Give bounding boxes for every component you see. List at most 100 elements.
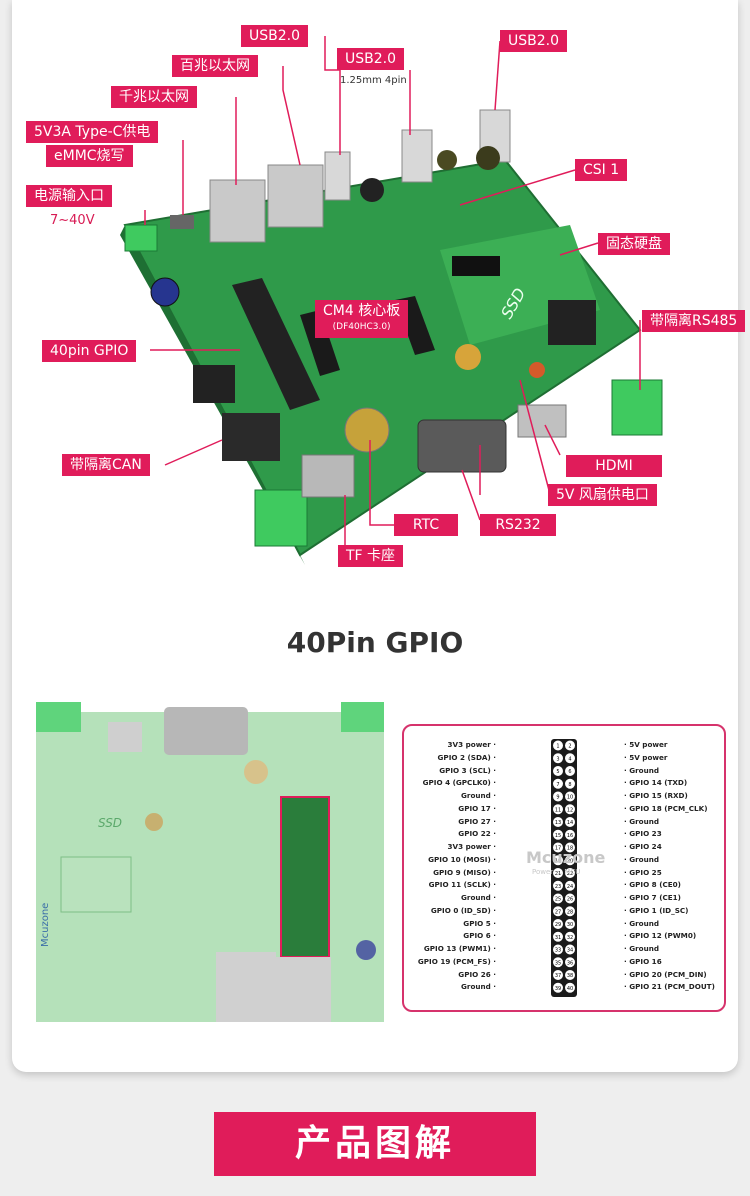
pin-25: [553, 893, 563, 904]
pin-16: [565, 829, 575, 840]
pin-number-38: 38: [567, 973, 573, 979]
pin-number-6: 6: [568, 769, 571, 775]
pin-label-right: · GPIO 15 (RXD): [624, 791, 688, 800]
pin-row: GPIO 13 (PWM1) ·· Ground: [404, 944, 724, 957]
pin-number-40: 40: [567, 986, 573, 992]
pin-label-left: GPIO 22 ·: [458, 829, 496, 839]
pin-number-10: 10: [567, 795, 573, 801]
pin-label-right: · GPIO 24: [624, 842, 662, 851]
pin-label-right: · GPIO 21 (PCM_DOUT): [624, 982, 715, 992]
board-back-photo: SSD Mcuzone: [36, 702, 384, 1022]
pin-number-5: 5: [556, 769, 559, 775]
pin-label-left: GPIO 27 ·: [458, 816, 496, 826]
pin-label-right: · Ground: [624, 918, 659, 928]
pin-row: GPIO 10 (MOSI) ·· Ground: [404, 855, 724, 868]
pin-label-right: · 5V power: [624, 752, 668, 762]
pin-number-33: 33: [555, 948, 561, 954]
pin-number-4: 4: [568, 756, 571, 762]
pin-row: Ground ·· GPIO 7 (CE1): [404, 893, 724, 906]
pin-label-right: · GPIO 25: [624, 867, 662, 877]
pin-row: GPIO 6 ·· GPIO 12 (PWM0): [404, 931, 724, 944]
pin-32: [565, 931, 575, 942]
pin-34: [565, 944, 575, 955]
pin-label-left: GPIO 17 ·: [458, 803, 496, 813]
pin-label-left: Ground ·: [461, 982, 496, 992]
pin-row: GPIO 27 · · Ground: [404, 817, 724, 830]
pin-label-right: · GPIO 23: [624, 829, 662, 839]
pin-label-left: GPIO 3 (SCL) ·: [439, 765, 496, 775]
pin-row: GPIO 11 (SCLK) ·· GPIO 8 (CE0): [404, 880, 724, 893]
label-eth100: 百兆以太网: [172, 55, 258, 77]
pin-number-34: 34: [567, 948, 573, 954]
pin-number-14: 14: [567, 820, 573, 826]
pin-number-32: 32: [567, 935, 573, 941]
pin-number-19: 19: [555, 858, 561, 864]
pin-label-right: · Ground: [624, 765, 659, 775]
pin-9: [553, 791, 563, 802]
pin-row: GPIO 17 ·· GPIO 18 (PCM_CLK): [404, 804, 724, 817]
pin-label-left: GPIO 11 (SCLK) ·: [428, 880, 496, 890]
board-photo: SSD: [120, 36, 663, 565]
pin-number-26: 26: [567, 897, 573, 903]
pin-number-29: 29: [555, 922, 561, 928]
pin-row: GPIO 5 ·· Ground: [404, 919, 724, 932]
pin-number-39: 39: [555, 986, 561, 992]
label-rtc: RTC: [394, 514, 458, 536]
pin-number-2: 2: [568, 744, 571, 750]
pin-15: [553, 829, 563, 840]
pin-number-16: 16: [567, 833, 573, 839]
pin-3: [553, 753, 563, 764]
pin-label-left: Ground ·: [461, 791, 496, 800]
pin-number-22: 22: [567, 871, 573, 877]
pin-label-left: GPIO 9 (MISO) ·: [433, 867, 496, 877]
label-cm4-main: CM4 核心板: [323, 303, 401, 319]
label-eth1000: 千兆以太网: [111, 86, 197, 108]
board-ssd-text: SSD: [98, 816, 122, 830]
pin-label-right: · GPIO 12 (PWM0): [624, 931, 697, 941]
pin-6: [565, 766, 575, 776]
pin-label-left: GPIO 2 (SDA) ·: [437, 752, 496, 762]
pin-number-12: 12: [567, 807, 573, 813]
pin-row: GPIO 9 (MISO) · · GPIO 25: [404, 868, 724, 881]
label-usb-c: USB2.0: [500, 30, 568, 52]
pin-29: [553, 919, 563, 929]
label-fan: 5V 风扇供电口: [548, 484, 657, 506]
pin-number-37: 37: [555, 973, 561, 979]
pin-number-36: 36: [567, 960, 573, 966]
pin-row: Ground · · GPIO 21 (PCM_DOUT): [404, 982, 724, 995]
pin-38: [565, 970, 575, 980]
pin-number-24: 24: [567, 884, 573, 890]
pin-number-30: 30: [567, 922, 573, 928]
label-rs232: RS232: [480, 514, 556, 536]
label-usb-a: USB2.0: [241, 25, 309, 47]
pin-label-right: · Ground: [624, 944, 659, 953]
pin-14: [565, 817, 575, 827]
pin-37: [553, 970, 563, 980]
pin-label-left: GPIO 26 ·: [458, 969, 496, 979]
pin-number-13: 13: [555, 820, 561, 826]
label-emmc: eMMC烧写: [46, 145, 133, 167]
pin-row: 3V3 power · · GPIO 24: [404, 842, 724, 855]
pin-7: [553, 778, 563, 789]
pin-19: [553, 855, 563, 866]
pin-label-left: GPIO 0 (ID_SD) ·: [430, 905, 496, 915]
pin-number-9: 9: [556, 795, 559, 801]
pin-12: [565, 804, 575, 815]
label-usb-b-note: 1.25mm 4pin: [340, 75, 407, 86]
pin-label-right: · Ground: [624, 816, 659, 826]
pin-26: [565, 893, 575, 904]
pin-11: [553, 804, 563, 815]
pin-number-11: 11: [555, 807, 561, 813]
pin-27: [553, 906, 563, 917]
pin-label-left: 3V3 power ·: [447, 842, 496, 851]
pin-17: [553, 842, 563, 853]
pin-row: Ground · · GPIO 15 (RXD): [404, 791, 724, 804]
label-cm4: CM4 核心板 (DF40HC3.0): [315, 300, 409, 338]
label-csi: CSI 1: [575, 159, 628, 181]
pin-18: [565, 842, 575, 853]
pin-40: [565, 982, 575, 993]
pin-number-3: 3: [556, 756, 559, 762]
pin-1: [553, 740, 563, 751]
